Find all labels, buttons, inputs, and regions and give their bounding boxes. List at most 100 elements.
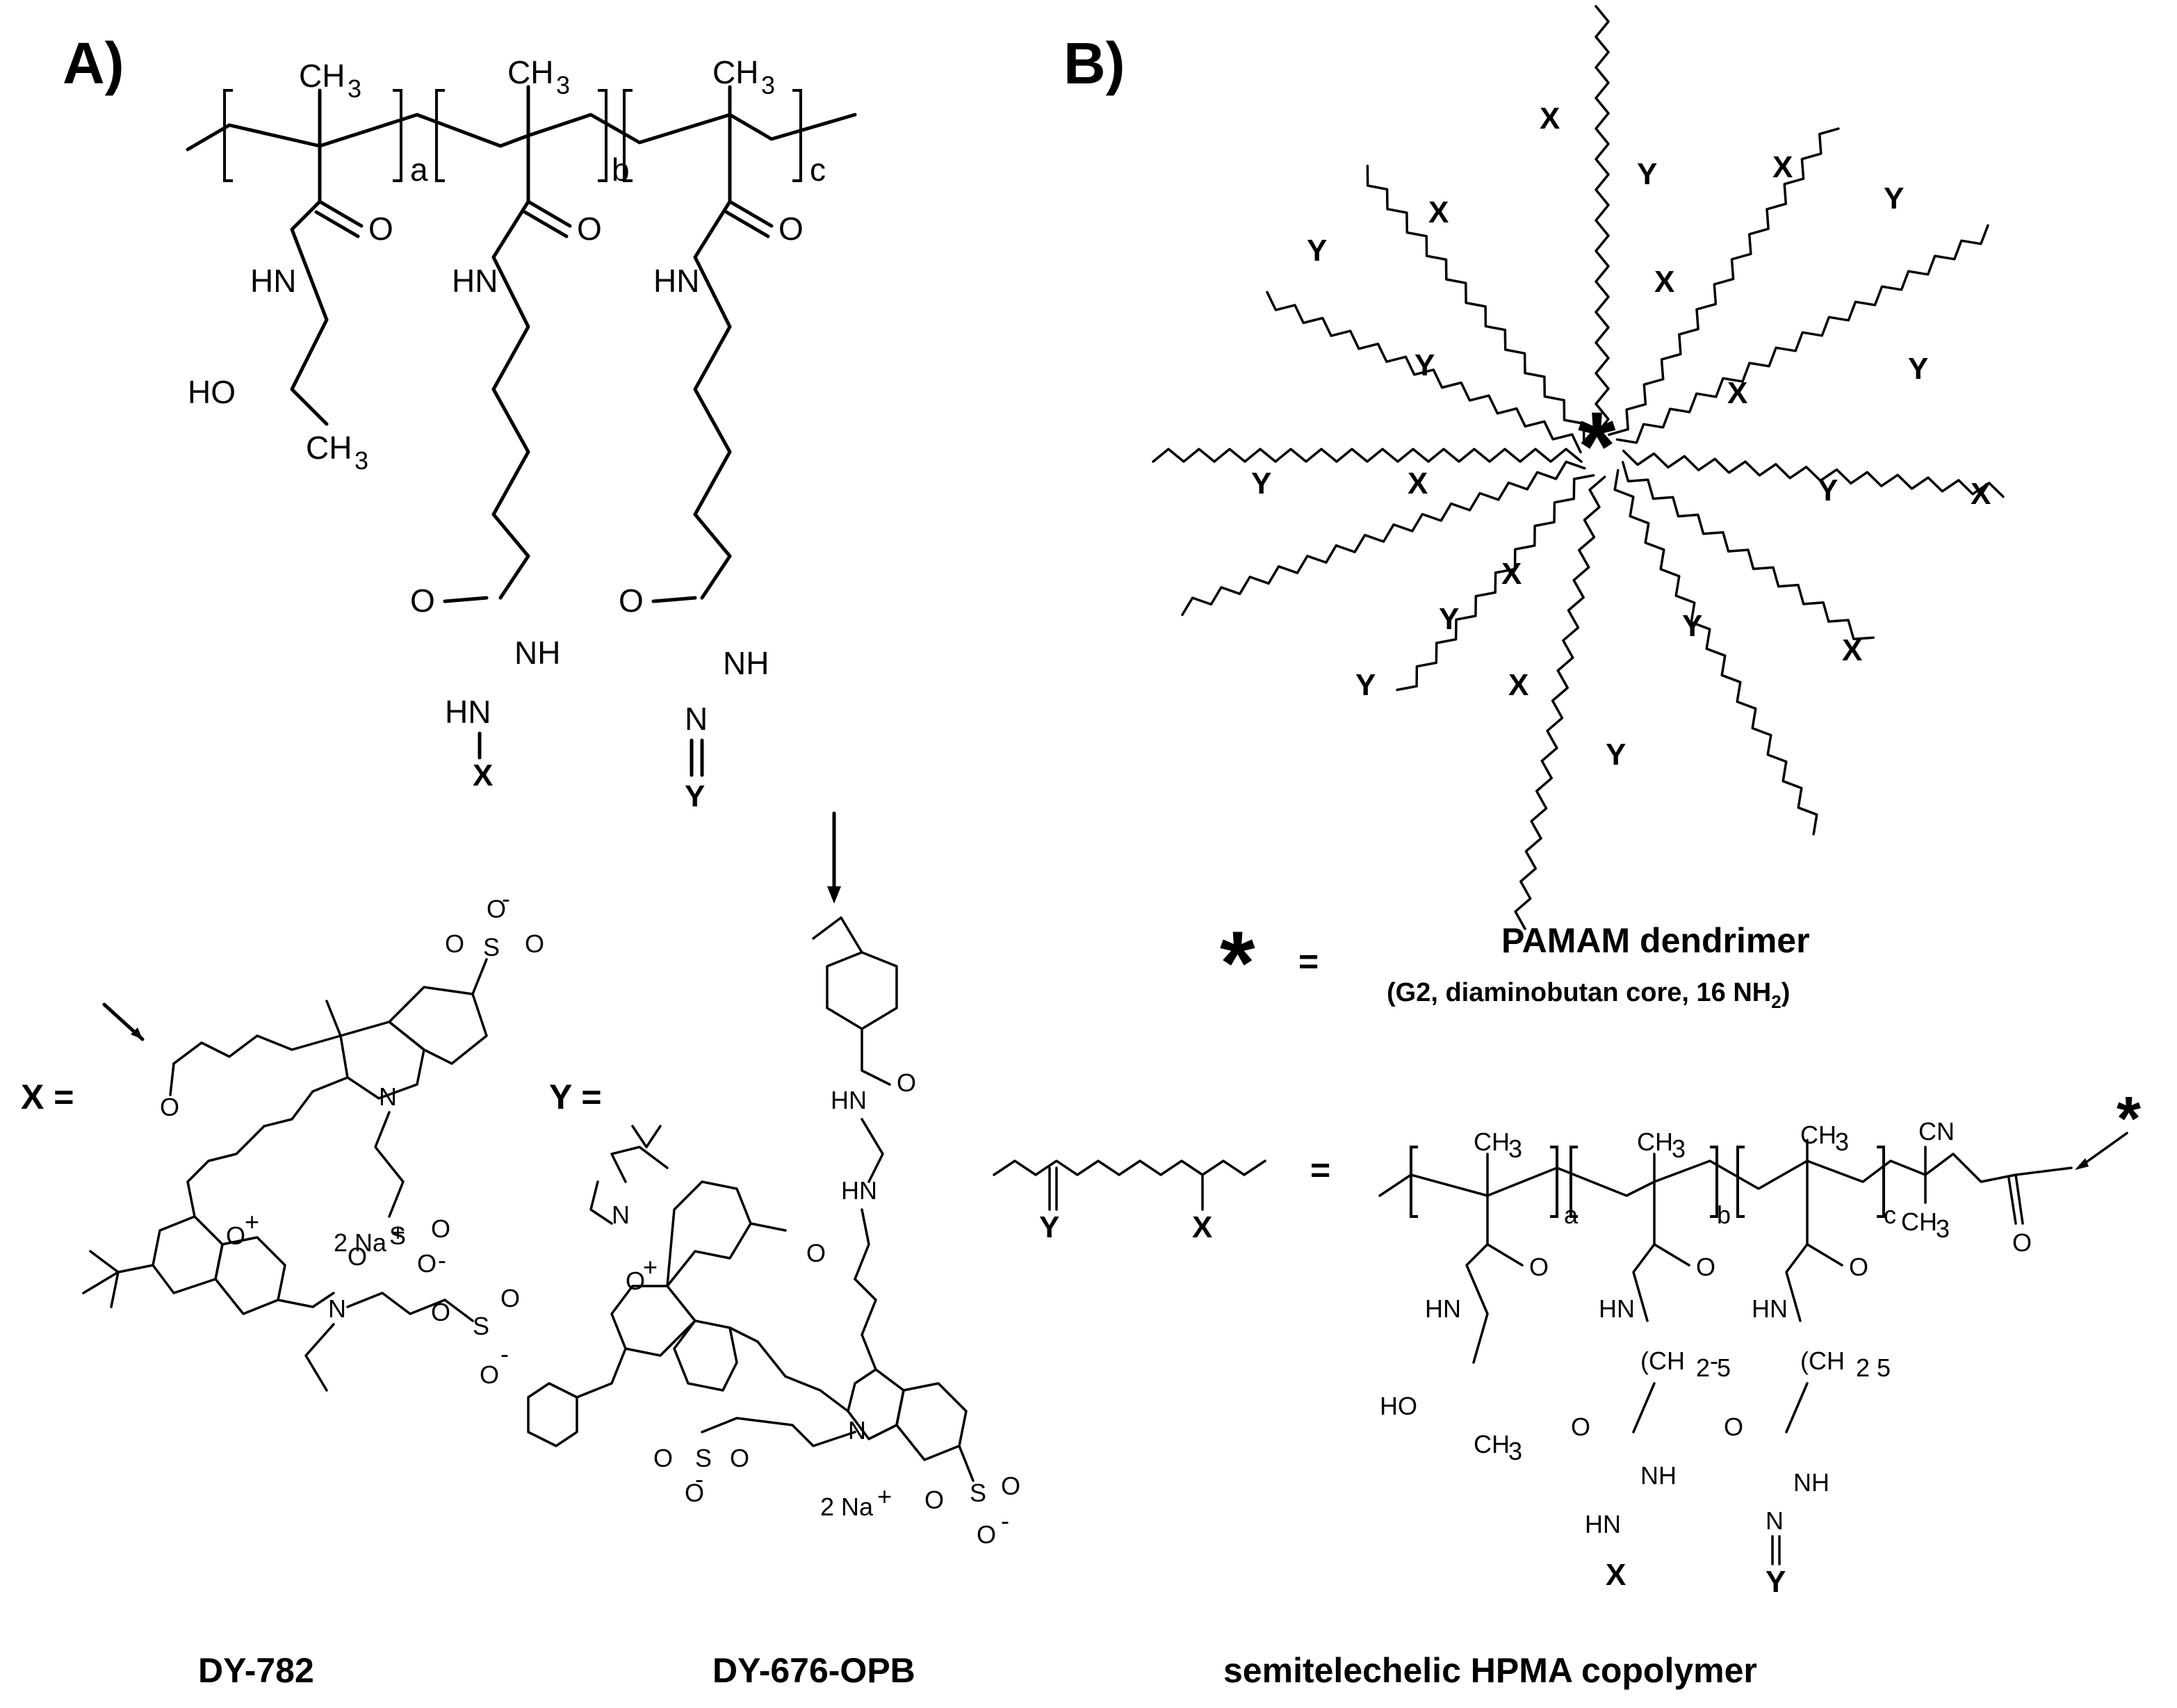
- svg-text:S: S: [483, 933, 500, 961]
- svg-text:CH: CH: [1474, 1430, 1510, 1458]
- svg-text:X: X: [1971, 477, 1991, 511]
- svg-text:-: -: [502, 884, 510, 913]
- svg-text:O: O: [1001, 1472, 1020, 1500]
- svg-text:O: O: [1849, 1253, 1868, 1281]
- svg-text:O: O: [487, 895, 506, 923]
- svg-text:CH: CH: [1474, 1128, 1510, 1156]
- svg-text:(CH: (CH: [1800, 1347, 1845, 1375]
- amide-nh: HN: [653, 263, 699, 299]
- svg-text:O: O: [653, 1444, 673, 1472]
- sodium-counterions: 2 Na: [820, 1493, 874, 1521]
- x-substituent: X: [473, 758, 493, 792]
- repeat-unit-xy: Y X: [993, 1160, 1266, 1244]
- svg-text:O: O: [160, 1093, 179, 1121]
- svg-text:NH: NH: [1793, 1468, 1829, 1497]
- svg-text:+: +: [391, 1218, 405, 1246]
- svg-text:O: O: [348, 1242, 367, 1271]
- svg-text:X: X: [1428, 195, 1449, 229]
- svg-text:+: +: [877, 1482, 892, 1511]
- polymer-arm: [1595, 5, 1610, 436]
- polymer-arm: [1615, 224, 1989, 444]
- svg-text:Y: Y: [1766, 1565, 1786, 1599]
- svg-text:3: 3: [1672, 1134, 1686, 1163]
- svg-text:O: O: [897, 1068, 916, 1097]
- polymer-arm: [1266, 291, 1582, 454]
- svg-text:N: N: [379, 1082, 397, 1111]
- svg-text:HN: HN: [1425, 1294, 1461, 1323]
- svg-text:O: O: [1724, 1413, 1743, 1441]
- svg-text:X: X: [1727, 376, 1747, 410]
- svg-text:X: X: [1842, 633, 1862, 667]
- svg-text:O: O: [577, 211, 602, 247]
- svg-text:X: X: [1540, 101, 1560, 136]
- svg-text:Y: Y: [1884, 181, 1904, 215]
- svg-text:Y: Y: [1818, 473, 1838, 507]
- svg-text:Y: Y: [1355, 668, 1376, 702]
- svg-text:X: X: [1408, 466, 1428, 501]
- methyl-label: CH: [299, 58, 345, 94]
- dye-name-dy676opb: DY-676-OPB: [712, 1651, 915, 1690]
- svg-text:X: X: [1654, 265, 1674, 299]
- svg-text:3: 3: [1835, 1128, 1849, 1156]
- pamam-star-conjugate: * X Y X Y X Y Y X X Y Y X Y X X Y Y X Y …: [1152, 5, 2005, 930]
- svg-text:O: O: [1571, 1413, 1590, 1441]
- x-definition-label: X =: [21, 1077, 74, 1116]
- dendrimer-core-star: *: [1578, 391, 1616, 501]
- svg-text:3: 3: [1508, 1134, 1522, 1163]
- svg-text:HN: HN: [841, 1176, 877, 1205]
- svg-text:S: S: [970, 1479, 986, 1507]
- svg-text:S: S: [473, 1312, 489, 1340]
- svg-text:Y: Y: [1307, 234, 1327, 268]
- svg-text:O: O: [525, 929, 544, 958]
- polymer-arm: [1152, 448, 1583, 463]
- svg-text:(CH: (CH: [1640, 1347, 1685, 1375]
- svg-text:Y: Y: [1908, 352, 1928, 386]
- svg-text:X: X: [1772, 150, 1793, 184]
- svg-text:N: N: [328, 1294, 346, 1323]
- hpma-copolymer-a: a b c CH 3 CH 3 CH 3 O HN HO CH 3 O HN O…: [186, 54, 857, 813]
- svg-text:HN: HN: [1752, 1294, 1788, 1323]
- svg-text:O: O: [500, 1284, 520, 1312]
- svg-text:N: N: [612, 1201, 630, 1229]
- svg-text:3: 3: [761, 71, 775, 99]
- svg-text:3: 3: [556, 71, 570, 99]
- dendrimer-star-symbol: *: [1220, 912, 1255, 1014]
- svg-text:HN: HN: [831, 1086, 867, 1114]
- amide-nh: HN: [452, 263, 498, 299]
- svg-text:+: +: [245, 1207, 259, 1236]
- svg-text:3: 3: [1508, 1437, 1522, 1465]
- polymer-arm: [1622, 449, 2005, 498]
- polymer-arms: [1152, 5, 2005, 930]
- svg-text:Y: Y: [1251, 466, 1271, 501]
- svg-text:O: O: [806, 1239, 826, 1267]
- y-definition-label: Y =: [549, 1077, 602, 1116]
- polymer-arm: [1613, 469, 1818, 836]
- svg-text:O: O: [977, 1520, 996, 1549]
- svg-text:X: X: [1501, 557, 1522, 591]
- panel-label-b: B): [1063, 31, 1125, 96]
- svg-text:O: O: [1529, 1253, 1549, 1281]
- svg-text:Y: Y: [1606, 738, 1626, 772]
- methyl-label: CH: [507, 54, 553, 90]
- svg-text:HN: HN: [445, 694, 491, 730]
- svg-text:CH: CH: [1800, 1121, 1836, 1149]
- svg-text:O: O: [226, 1221, 245, 1250]
- svg-text:b: b: [1717, 1201, 1731, 1229]
- svg-text:N: N: [848, 1416, 866, 1445]
- svg-text:-: -: [500, 1340, 509, 1368]
- polymer-arm: [1396, 474, 1595, 692]
- svg-text:CH: CH: [306, 430, 352, 466]
- svg-text:Y: Y: [1414, 348, 1435, 382]
- svg-text:a: a: [1564, 1201, 1579, 1229]
- svg-text:N: N: [685, 701, 708, 737]
- svg-text:X: X: [1192, 1210, 1212, 1244]
- svg-text:HN: HN: [1585, 1510, 1621, 1538]
- svg-text:X: X: [1606, 1558, 1626, 1592]
- hpma-copolymer-b: a b c CH 3 CH 3 CH 3 CN CH 3 O * O HN HO…: [1378, 1084, 2141, 1599]
- svg-text:2: 2: [1856, 1353, 1870, 1382]
- svg-text:CN: CN: [1918, 1117, 1955, 1146]
- dye-dy676opb-structure: O HN HN O N S O O O - 2 Na + S O O O - O…: [527, 811, 1020, 1549]
- svg-text:O: O: [626, 1267, 645, 1295]
- amide-nh: HN: [250, 263, 296, 299]
